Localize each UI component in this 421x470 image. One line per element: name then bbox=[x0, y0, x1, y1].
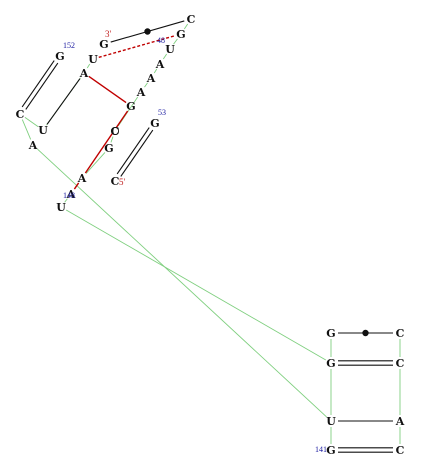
base-pair-layer bbox=[21, 20, 393, 453]
nucleotide-a: A bbox=[77, 172, 87, 185]
backbone-segment bbox=[64, 198, 68, 203]
base-pair-line bbox=[46, 78, 81, 125]
strand-end-label: 5' bbox=[119, 177, 126, 187]
base-pair-line bbox=[25, 62, 59, 110]
nucleotide-c: C bbox=[396, 327, 405, 340]
nucleotide-u: U bbox=[38, 124, 48, 137]
residue-index-label: 53 bbox=[158, 108, 166, 117]
nucleotide-g: G bbox=[150, 117, 159, 130]
backbone-segment bbox=[183, 23, 189, 30]
nucleotide-c: C bbox=[396, 444, 405, 457]
tertiary-interaction-line bbox=[73, 182, 80, 190]
backbone-segment bbox=[153, 68, 158, 74]
non-canonical-mark bbox=[110, 126, 120, 136]
nucleotide-c: C bbox=[396, 357, 405, 370]
nucleotide-a: A bbox=[146, 72, 156, 85]
nucleotide-a: A bbox=[28, 139, 38, 152]
base-pair-line bbox=[21, 60, 55, 108]
tertiary-interaction-line bbox=[88, 75, 127, 104]
strand-end-label: 3' bbox=[105, 29, 112, 39]
nucleotide-g: G bbox=[99, 38, 108, 51]
nucleotide-a: A bbox=[66, 188, 76, 201]
residue-index-label: 48 bbox=[157, 36, 165, 45]
nucleotide-g: G bbox=[326, 357, 335, 370]
mark-layer bbox=[110, 126, 120, 136]
nucleotide-u: U bbox=[165, 43, 175, 56]
nucleotide-c: C bbox=[16, 108, 25, 121]
nucleotide-g: G bbox=[104, 142, 113, 155]
residue-index-label: 148 bbox=[63, 191, 75, 200]
tertiary-interaction-line bbox=[84, 110, 129, 174]
nucleotide-a: A bbox=[395, 415, 405, 428]
backbone-segment bbox=[37, 148, 327, 418]
tertiary-interaction-line bbox=[98, 34, 176, 59]
residue-index-label: 152 bbox=[63, 41, 75, 50]
base-pair-line bbox=[120, 129, 154, 177]
backbone-segment bbox=[173, 38, 178, 45]
nucleotide-a: A bbox=[155, 58, 165, 71]
nucleotide-a: A bbox=[136, 86, 146, 99]
backbone-segment bbox=[110, 136, 114, 143]
nucleotide-g: G bbox=[326, 444, 335, 457]
backbone-segment bbox=[144, 82, 148, 88]
label-layer: 152 48 53 148 141 3' 5' bbox=[63, 29, 327, 454]
backbone-segment bbox=[21, 119, 32, 140]
backbone-segment bbox=[86, 63, 91, 69]
nucleotide-c: C bbox=[111, 125, 120, 138]
nucleotide-g: G bbox=[55, 50, 64, 63]
nucleotide-u: U bbox=[326, 415, 336, 428]
nucleotide-g: G bbox=[326, 327, 335, 340]
nucleotide-u: U bbox=[56, 201, 66, 214]
base-pair-line bbox=[116, 127, 150, 175]
gu-pair-dot bbox=[362, 329, 369, 337]
residue-index-label: 141 bbox=[315, 445, 327, 454]
nucleotide-c: C bbox=[111, 175, 120, 188]
backbone-segment bbox=[162, 53, 168, 60]
backbone-segment bbox=[24, 117, 39, 127]
gu-pair-dot bbox=[144, 28, 151, 35]
nucleotide-g: G bbox=[176, 28, 185, 41]
interaction-layer bbox=[73, 34, 176, 190]
backbone-segment bbox=[85, 152, 106, 174]
nucleotide-g: G bbox=[126, 100, 135, 113]
backbone-segment bbox=[65, 209, 327, 361]
nucleotide-u: U bbox=[88, 53, 98, 66]
nucleotide-a: A bbox=[79, 67, 89, 80]
nucleotide-c: C bbox=[187, 13, 196, 26]
